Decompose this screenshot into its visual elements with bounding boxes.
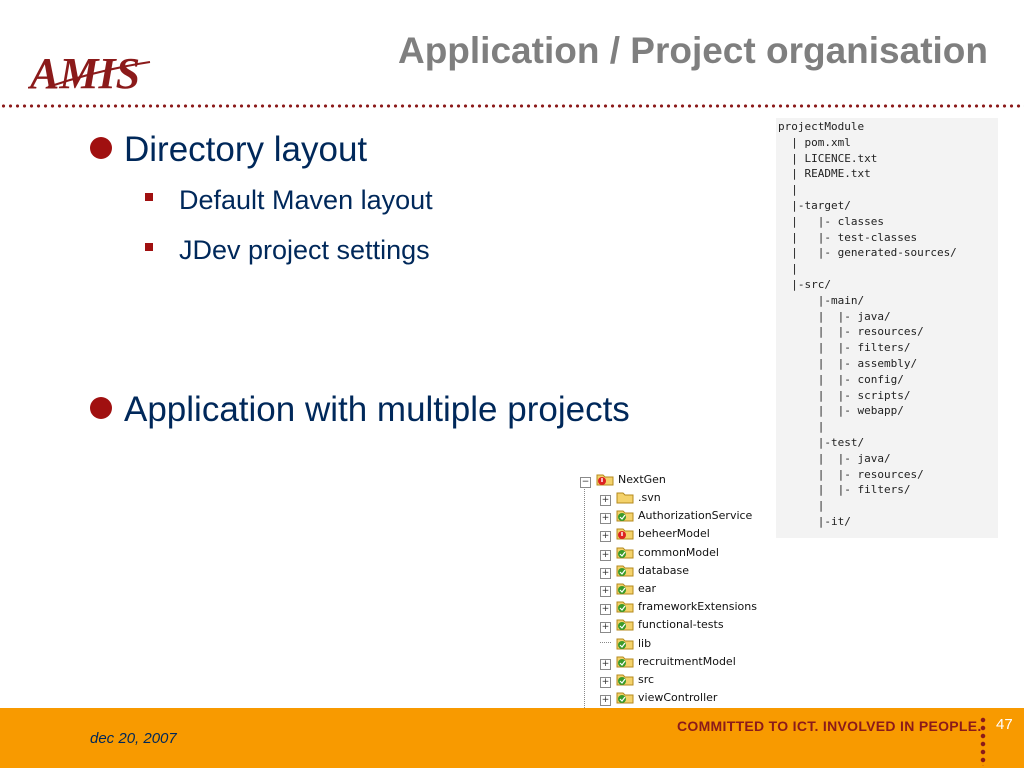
expand-icon[interactable]: +: [600, 513, 611, 525]
tree-item[interactable]: + recruitmentModel: [600, 654, 736, 670]
folder-icon: [616, 492, 634, 504]
project-folder-icon: [616, 692, 634, 704]
tree-item[interactable]: + viewController: [600, 690, 718, 707]
tree-item-label: recruitmentModel: [638, 654, 736, 668]
tree-item-label: src: [638, 673, 655, 686]
project-folder-icon: [616, 565, 634, 577]
tree-item[interactable]: lib: [600, 636, 651, 652]
project-folder-error-icon: [596, 474, 614, 486]
bullet-directory-layout: Directory layout: [90, 130, 367, 170]
tree-item-label: .svn: [638, 491, 661, 504]
tree-item-label: ear: [638, 582, 657, 595]
directory-layout-listing: projectModule | pom.xml | LICENCE.txt | …: [776, 118, 998, 538]
project-folder-icon: [616, 583, 634, 595]
tree-item-label: lib: [638, 636, 652, 650]
bullet-square-icon: [145, 193, 153, 201]
slide-title: Application / Project organisation: [397, 30, 988, 71]
project-folder-icon: [616, 674, 634, 686]
collapse-icon[interactable]: −: [580, 477, 591, 488]
tree-item-label: viewController: [638, 691, 718, 705]
tree-item-label: database: [638, 563, 689, 577]
directory-listing-text: projectModule | pom.xml | LICENCE.txt | …: [778, 120, 957, 528]
expand-icon[interactable]: +: [600, 531, 611, 543]
expand-icon[interactable]: +: [600, 549, 611, 561]
project-folder-icon: [616, 510, 634, 522]
page-number: 47: [996, 716, 1013, 733]
tree-item[interactable]: + database: [600, 563, 689, 579]
expand-icon[interactable]: +: [600, 677, 611, 688]
tree-item-label: AuthorizationService: [638, 509, 753, 523]
project-folder-icon: [616, 656, 634, 668]
tree-item-label: functional-tests: [638, 618, 724, 632]
tree-item[interactable]: + src: [600, 672, 654, 688]
expand-icon[interactable]: +: [600, 586, 611, 597]
tree-item[interactable]: + ear: [600, 581, 656, 597]
bullet-multiple-projects: Application with multiple projects: [90, 390, 630, 430]
tree-item[interactable]: + functional-tests: [600, 617, 724, 634]
footer-bar: dec 20, 2007 COMMITTED TO ICT. INVOLVED …: [0, 708, 1024, 768]
expand-icon[interactable]: +: [600, 658, 611, 670]
expand-icon[interactable]: +: [600, 695, 611, 707]
logo-text: AMIS: [28, 49, 140, 98]
amis-logo: AMIS: [28, 49, 151, 98]
footer-date: dec 20, 2007: [90, 730, 177, 747]
tree-connector: [600, 641, 611, 643]
bullet-dot-icon: [90, 137, 112, 159]
tree-item-label: commonModel: [638, 545, 719, 559]
sub-bullet-maven-layout: Default Maven layout: [145, 185, 433, 216]
footer-dots: [980, 716, 986, 766]
tree-guide-line: [584, 486, 585, 708]
project-folder-icon: [616, 547, 634, 559]
project-folder-icon: [616, 638, 634, 650]
sub-bullet-jdev-settings: JDev project settings: [145, 235, 430, 266]
project-folder-icon: [616, 601, 634, 613]
bullet-dot-icon: [90, 397, 112, 419]
project-tree: −NextGen + .svn + AuthorizationService + behe…: [578, 470, 763, 708]
tree-item[interactable]: + frameworkExtensions: [600, 599, 757, 616]
expand-icon[interactable]: +: [600, 567, 611, 579]
tree-item[interactable]: + beheerModel: [600, 526, 710, 543]
tree-item-label: beheerModel: [638, 527, 710, 541]
bullet-square-icon: [145, 243, 153, 251]
dotted-divider: [0, 103, 1024, 109]
tree-item-label: frameworkExtensions: [638, 600, 757, 614]
tree-item[interactable]: + .svn: [600, 490, 661, 506]
expand-icon[interactable]: +: [600, 622, 611, 634]
tree-item[interactable]: + commonModel: [600, 545, 719, 561]
expand-icon[interactable]: +: [600, 495, 611, 506]
expand-icon[interactable]: +: [600, 604, 611, 616]
tree-item[interactable]: + AuthorizationService: [600, 508, 753, 525]
project-folder-error-icon: [616, 528, 634, 540]
project-folder-icon: [616, 619, 634, 631]
footer-slogan: COMMITTED TO ICT. INVOLVED IN PEOPLE.: [677, 718, 982, 734]
tree-root-nextgen[interactable]: −NextGen: [580, 473, 666, 488]
